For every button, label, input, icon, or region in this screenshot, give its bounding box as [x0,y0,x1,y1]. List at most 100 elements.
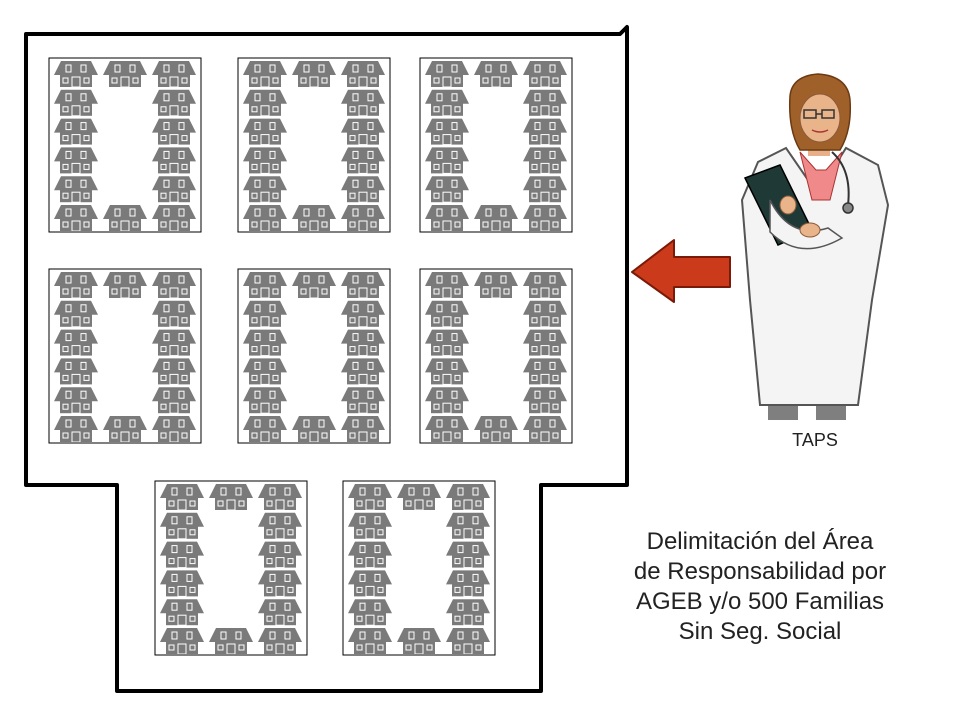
house-icon [424,300,470,328]
house-icon [242,89,288,117]
house-icon [424,118,470,146]
house-icon [151,357,197,385]
house-icon [473,60,519,88]
house-icon [340,146,386,174]
house-icon [522,146,568,174]
house-icon [396,627,442,655]
house-icon [340,60,386,88]
house-icon [424,415,470,443]
block-8 [342,480,496,656]
house-icon [340,415,386,443]
house-icon [151,89,197,117]
house-icon [445,541,491,569]
house-icon [522,175,568,203]
house-icon [522,204,568,232]
house-icon [291,204,337,232]
house-icon [522,89,568,117]
area-boundary [24,25,629,693]
house-icon [242,329,288,357]
house-icon [340,300,386,328]
house-icon [102,415,148,443]
block-5 [237,268,391,444]
house-icon [151,329,197,357]
house-icon [340,357,386,385]
block-1 [48,57,202,233]
house-icon [53,146,99,174]
house-icon [396,483,442,511]
house-icon [53,300,99,328]
house-icon [424,386,470,414]
house-icon [424,204,470,232]
house-icon [242,204,288,232]
house-icon [53,89,99,117]
caption: Delimitación del Área de Responsabilidad… [600,527,920,647]
house-icon [257,512,303,540]
house-icon [159,541,205,569]
block-2 [237,57,391,233]
house-icon [340,89,386,117]
house-icon [424,271,470,299]
house-icon [242,357,288,385]
house-icon [522,386,568,414]
house-icon [424,89,470,117]
house-icon [424,146,470,174]
taps-label: TAPS [792,430,838,450]
house-icon [340,271,386,299]
house-icon [242,300,288,328]
house-icon [522,357,568,385]
block-6 [419,268,573,444]
house-icon [151,271,197,299]
house-icon [242,118,288,146]
house-icon [340,204,386,232]
house-icon [445,598,491,626]
house-icon [340,386,386,414]
house-icon [257,598,303,626]
house-icon [159,598,205,626]
house-icon [53,60,99,88]
house-icon [151,204,197,232]
house-icon [445,512,491,540]
house-icon [53,329,99,357]
house-icon [242,60,288,88]
house-icon [522,300,568,328]
house-icon [445,483,491,511]
house-icon [208,483,254,511]
caption-line-3: AGEB y/o 500 Familias [635,588,885,615]
house-icon [473,271,519,299]
house-icon [347,569,393,597]
block-4 [48,268,202,444]
house-icon [291,60,337,88]
house-icon [151,300,197,328]
house-icon [445,627,491,655]
house-icon [208,627,254,655]
house-icon [424,60,470,88]
house-icon [522,118,568,146]
house-icon [242,146,288,174]
house-icon [159,627,205,655]
house-icon [53,204,99,232]
arrow-left [631,239,731,303]
caption-line-1: Delimitación del Área [646,528,874,555]
house-icon [347,512,393,540]
house-icon [522,415,568,443]
house-icon [151,118,197,146]
house-icon [291,271,337,299]
house-icon [151,60,197,88]
house-icon [522,60,568,88]
house-icon [257,541,303,569]
house-icon [53,175,99,203]
house-icon [53,118,99,146]
house-icon [424,329,470,357]
house-icon [53,271,99,299]
house-icon [159,483,205,511]
house-icon [257,569,303,597]
house-icon [424,357,470,385]
house-icon [151,146,197,174]
house-icon [102,204,148,232]
house-icon [242,175,288,203]
house-icon [347,627,393,655]
block-7 [154,480,308,656]
block-3 [419,57,573,233]
house-icon [151,386,197,414]
house-icon [347,598,393,626]
